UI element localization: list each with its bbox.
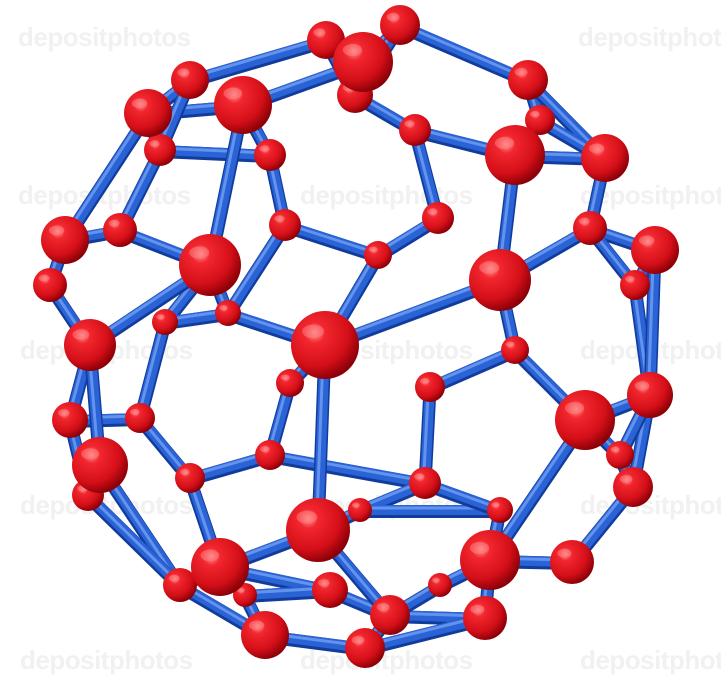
- atom: [485, 125, 545, 185]
- atom: [191, 538, 249, 596]
- atom: [613, 467, 653, 507]
- atom: [312, 572, 348, 608]
- atom: [469, 249, 531, 311]
- atom: [254, 139, 286, 171]
- atom: [380, 5, 420, 45]
- atom: [215, 300, 241, 326]
- atom: [550, 540, 594, 584]
- bond: [81, 490, 187, 593]
- atom: [399, 114, 431, 146]
- bond: [183, 35, 333, 88]
- atom: [179, 234, 241, 296]
- bond: [133, 317, 172, 426]
- atom: [631, 226, 679, 274]
- atom: [370, 595, 410, 635]
- atom: [175, 463, 205, 493]
- atom: [214, 76, 272, 134]
- atom: [345, 628, 385, 668]
- atom: [460, 530, 520, 590]
- atom: [555, 390, 615, 450]
- atom: [415, 372, 445, 402]
- bond: [263, 450, 432, 491]
- bond: [58, 108, 155, 248]
- atom: [171, 61, 209, 99]
- atom: [103, 213, 137, 247]
- atom: [241, 611, 289, 659]
- atom: [501, 336, 529, 364]
- atom: [508, 60, 548, 100]
- atom: [286, 498, 350, 562]
- atom: [620, 270, 650, 300]
- atom: [41, 216, 89, 264]
- bond: [221, 220, 292, 321]
- atom: [428, 573, 452, 597]
- atom: [125, 403, 155, 433]
- atom: [364, 241, 392, 269]
- atom: [144, 134, 176, 166]
- atom: [463, 596, 507, 640]
- atom: [333, 32, 393, 92]
- atom: [422, 202, 454, 234]
- bond: [393, 20, 535, 88]
- atom: [307, 21, 345, 59]
- atom: [72, 437, 128, 493]
- atom: [163, 568, 197, 602]
- atom: [581, 134, 629, 182]
- bond: [153, 145, 277, 163]
- atom: [255, 440, 285, 470]
- atom: [573, 211, 607, 245]
- atom: [33, 268, 67, 302]
- atom: [606, 441, 634, 469]
- atom: [627, 372, 673, 418]
- atom: [124, 89, 172, 137]
- atom: [487, 497, 513, 523]
- atom: [152, 309, 178, 335]
- atom: [64, 319, 116, 371]
- atom: [525, 105, 555, 135]
- atom-group: [33, 5, 679, 668]
- atom: [276, 369, 304, 397]
- atom: [348, 498, 372, 522]
- atom: [409, 467, 441, 499]
- atom: [52, 402, 88, 438]
- atom: [269, 209, 301, 241]
- atom: [291, 311, 359, 379]
